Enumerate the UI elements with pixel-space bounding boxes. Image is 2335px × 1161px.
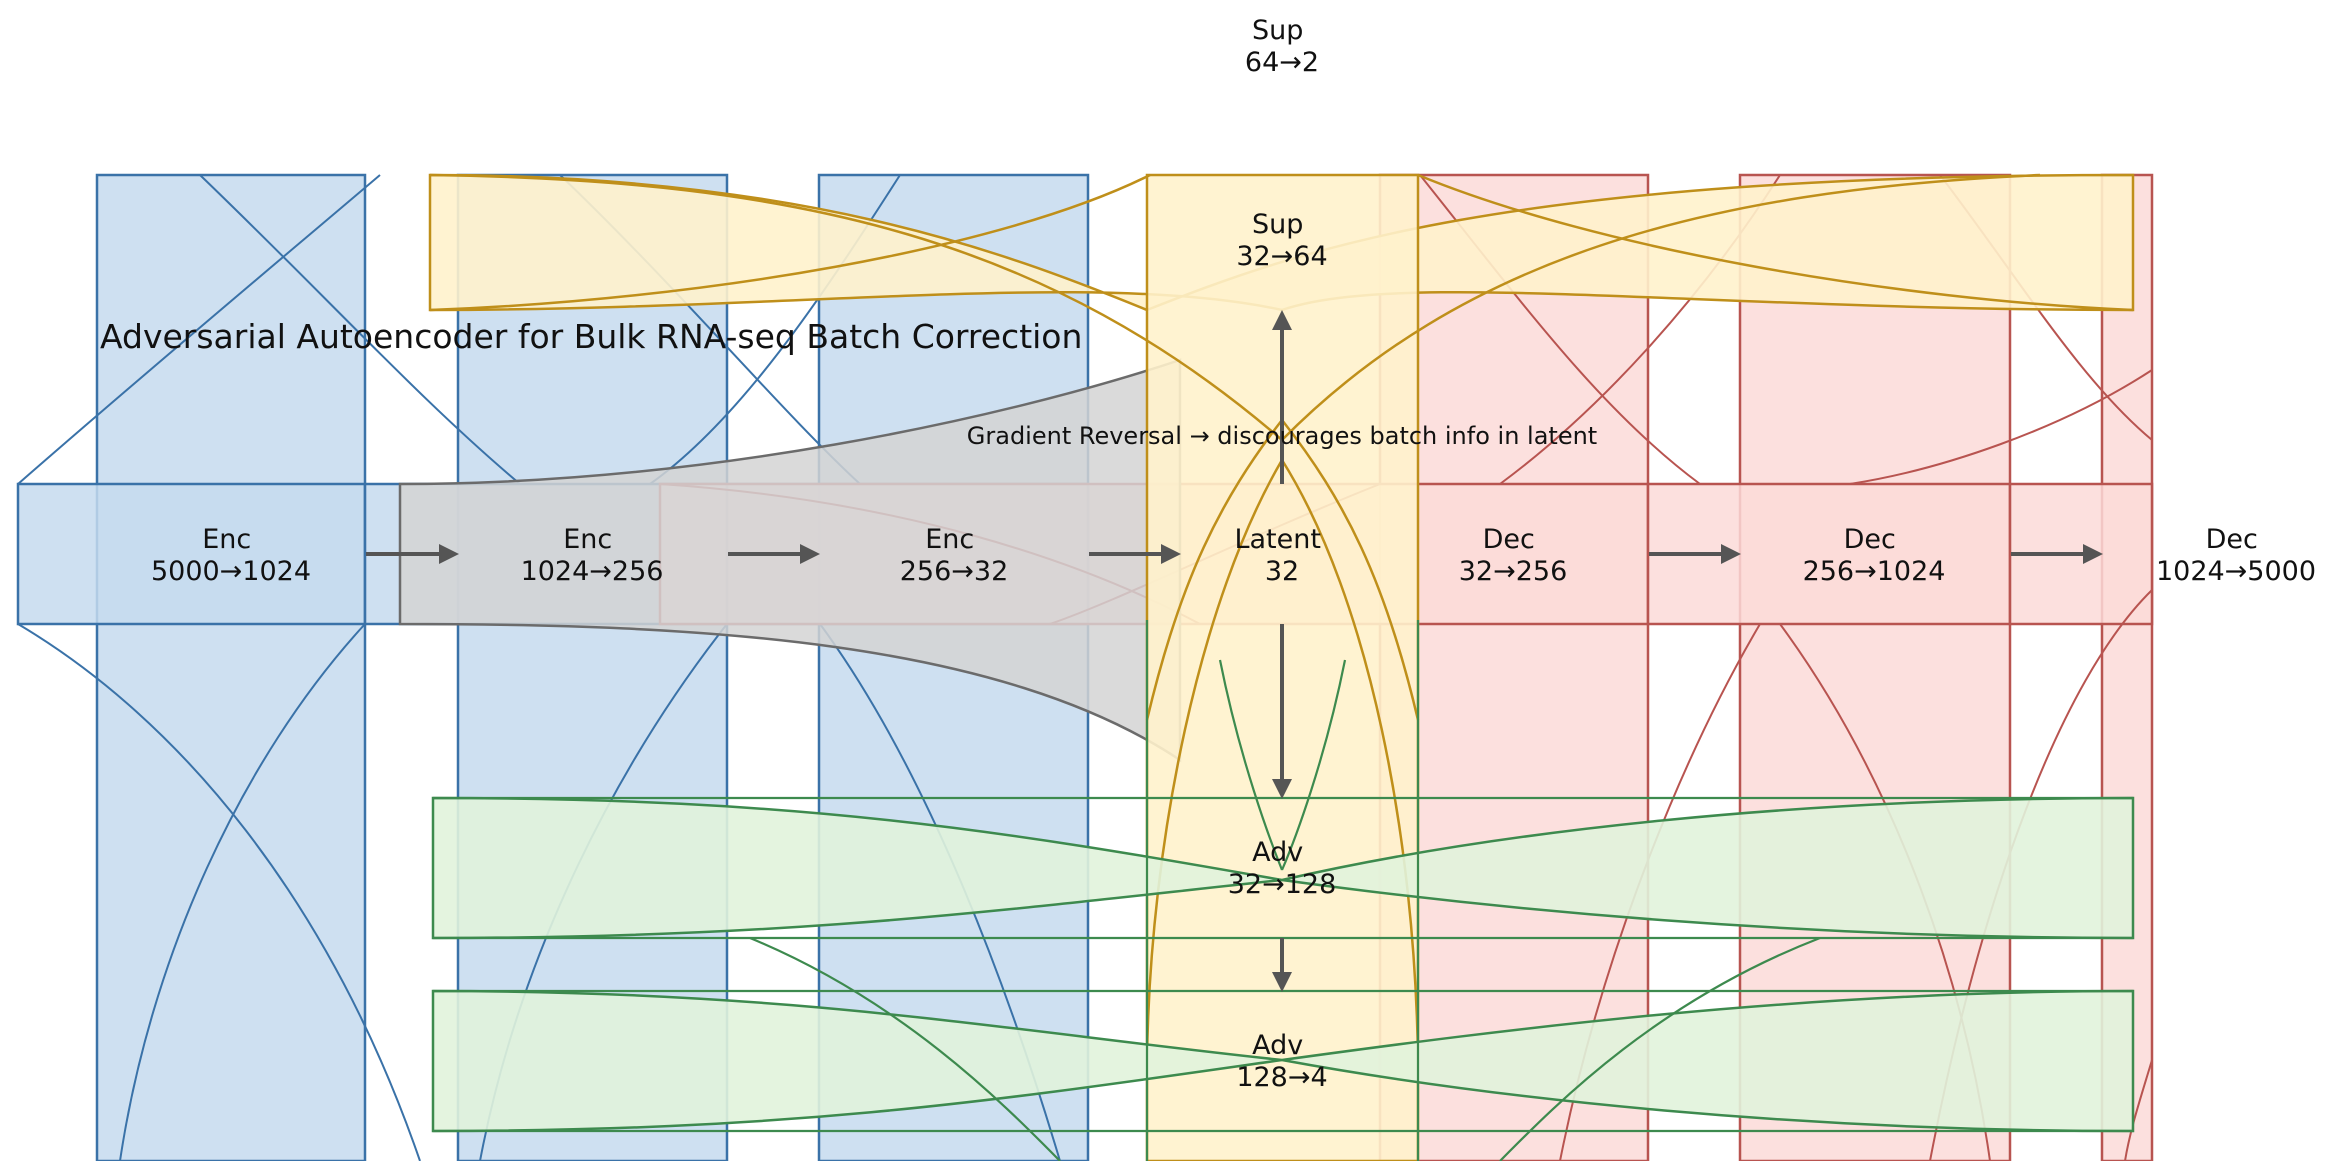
diagram-title: Adversarial Autoencoder for Bulk RNA-seq… xyxy=(100,317,1082,356)
node-labels: Enc 5000→1024 Enc 1024→256 Enc 256→32 La… xyxy=(151,15,2316,1093)
node-latent-label: Latent 32 xyxy=(1234,524,1329,587)
node-dec3-name: Dec xyxy=(2206,524,2258,555)
node-enc3-label: Enc 256→32 xyxy=(900,524,1009,587)
node-dec2-dims: 256→1024 xyxy=(1803,556,1946,587)
node-enc2-label: Enc 1024→256 xyxy=(521,524,664,587)
node-dec1-dims: 32→256 xyxy=(1459,556,1568,587)
node-latent-dims: 32 xyxy=(1265,556,1299,587)
node-enc1-dims: 5000→1024 xyxy=(151,556,311,587)
node-adv1-label: Adv 32→128 xyxy=(1228,837,1337,900)
node-adv2-name: Adv xyxy=(1252,1030,1303,1061)
node-sup1-dims: 32→64 xyxy=(1236,241,1327,272)
encoder-block-1 xyxy=(95,173,367,1161)
node-dec1-name: Dec xyxy=(1483,524,1535,555)
node-sup1-name: Sup xyxy=(1252,209,1303,240)
node-latent-name: Latent xyxy=(1234,524,1320,555)
supervisor-curves xyxy=(429,173,2134,1061)
node-sup2-name: Sup xyxy=(1252,15,1303,46)
node-dec3-dims: 1024→5000 xyxy=(2156,556,2316,587)
node-dec2-name: Dec xyxy=(1844,524,1896,555)
node-enc3-dims: 256→32 xyxy=(900,556,1009,587)
node-adv1-dims: 32→128 xyxy=(1228,869,1337,900)
node-dec1-label: Dec 32→256 xyxy=(1459,524,1568,587)
node-dec2-label: Dec 256→1024 xyxy=(1803,524,1946,587)
node-sup1-label: Sup 32→64 xyxy=(1236,209,1327,272)
node-enc1-name: Enc xyxy=(202,524,251,555)
node-sup2-label: Sup 64→2 xyxy=(1245,15,1319,78)
node-dec3-label: Dec 1024→5000 xyxy=(2156,524,2316,587)
node-sup2-dims: 64→2 xyxy=(1245,47,1319,78)
node-adv2-label: Adv 128→4 xyxy=(1236,1030,1327,1093)
node-enc2-name: Enc xyxy=(563,524,612,555)
adversary-curves xyxy=(433,620,2133,1161)
node-adv2-dims: 128→4 xyxy=(1236,1062,1327,1093)
encoder-block-1-horizontal xyxy=(16,482,367,626)
decoder-block-1 xyxy=(1378,173,1650,1161)
node-enc2-dims: 1024→256 xyxy=(521,556,664,587)
node-enc1-label: Enc 5000→1024 xyxy=(151,524,311,587)
gradient-reversal-label: Gradient Reversal → discourages batch in… xyxy=(967,422,1597,450)
node-enc3-name: Enc xyxy=(925,524,974,555)
flow-arrows xyxy=(366,310,2103,992)
node-adv1-name: Adv xyxy=(1252,837,1303,868)
